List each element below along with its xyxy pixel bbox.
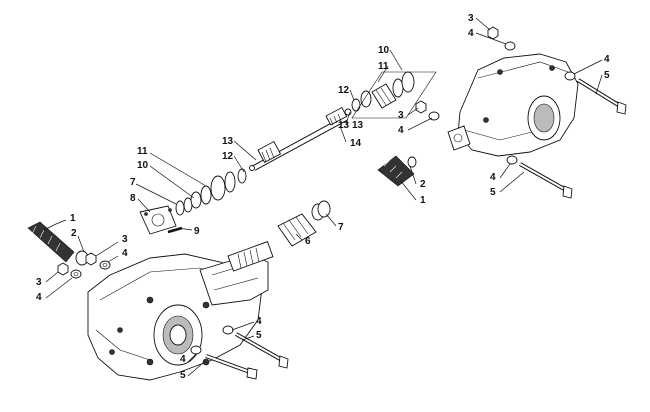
callout-1-rear: 1: [420, 195, 426, 206]
callout-10-left: 10: [137, 160, 149, 171]
callout-6: 6: [305, 236, 311, 247]
callout-9: 9: [194, 226, 200, 237]
nut-washer-left: [57, 252, 111, 279]
boot-rear-right: [377, 155, 417, 187]
callout-3-front: 3: [122, 234, 128, 245]
callout-4-rear-bolt: 4: [604, 54, 610, 65]
callout-4-rear-top: 4: [468, 28, 474, 39]
boot-center: [277, 200, 331, 247]
callout-1-front: 1: [70, 213, 76, 224]
callout-2-front: 2: [71, 228, 77, 239]
callout-14: 14: [350, 138, 362, 149]
callout-7-center: 7: [338, 222, 344, 233]
bolts-front: [190, 325, 289, 380]
flange-cap: [139, 205, 183, 235]
callout-13-left: 13: [222, 136, 234, 147]
callout-4-front-bolt-lower: 4: [180, 354, 186, 365]
callout-2-rear: 2: [420, 179, 426, 190]
callout-4-front-bolt: 4: [256, 316, 262, 327]
callout-11-left: 11: [137, 146, 148, 157]
callout-3-rear-top: 3: [468, 13, 474, 24]
callout-4-front: 4: [122, 248, 128, 259]
callout-4-front-lower: 4: [36, 292, 42, 303]
callout-10-right: 10: [378, 45, 390, 56]
callout-5-front-bolt: 5: [256, 330, 262, 341]
callout-12-right: 12: [338, 85, 350, 96]
callout-5-rear-bolt: 5: [604, 70, 610, 81]
seal-rings-left: [175, 168, 247, 216]
driveshaft: [249, 106, 352, 171]
front-gearcase: [87, 241, 274, 381]
callout-3-front-lower: 3: [36, 277, 42, 288]
seal-rings-right: [351, 71, 437, 119]
callout-3-rear-mid: 3: [398, 110, 404, 121]
callout-8: 8: [130, 193, 136, 204]
boot-front-left: [27, 221, 89, 266]
rear-gearcase: [447, 53, 579, 157]
leader-lines: [43, 17, 603, 377]
callout-13-right-lower: 13: [338, 120, 350, 131]
callout-7-left: 7: [130, 177, 136, 188]
callout-4-rear-bolt-lower: 4: [490, 172, 496, 183]
callout-11-right: 11: [378, 61, 389, 72]
callout-5-rear-bolt-lower: 5: [490, 187, 496, 198]
callout-5-front-bolt-lower: 5: [180, 370, 186, 381]
callout-4-rear-mid: 4: [398, 125, 404, 136]
callout-12-left: 12: [222, 151, 234, 162]
callout-13-right: 13: [352, 120, 364, 131]
callout-labels: 1 2 3 4 3 4 4 5 4 5 7 8 9 10 11 12 13 13…: [36, 13, 610, 381]
